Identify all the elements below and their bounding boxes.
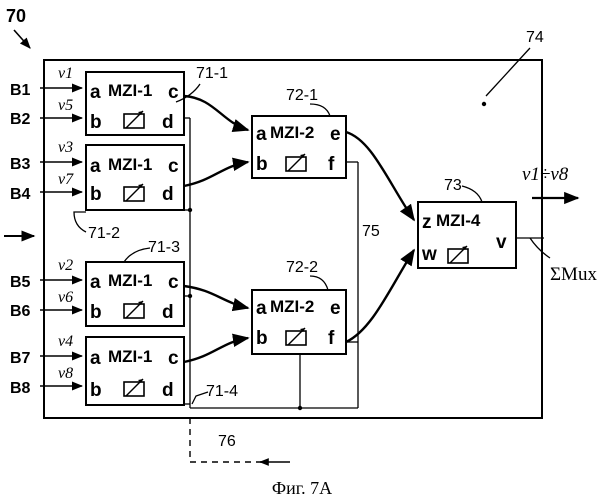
freq-nu7: ν7 bbox=[58, 171, 74, 188]
frame-ref-leader bbox=[486, 48, 530, 96]
freq-nu5: ν5 bbox=[58, 97, 73, 114]
control-lines bbox=[184, 118, 544, 408]
figure-caption: Фиг. 7A bbox=[272, 478, 332, 498]
junction-dot bbox=[188, 208, 192, 212]
input-b1: B1 bbox=[10, 82, 31, 99]
freq-nu6: ν6 bbox=[58, 289, 73, 306]
control-ref-76: 76 bbox=[218, 433, 236, 450]
figure-arrow bbox=[14, 30, 30, 48]
leader-72-1 bbox=[310, 104, 330, 116]
phase-shifter-icon bbox=[286, 154, 306, 171]
input-b5: B5 bbox=[10, 274, 31, 291]
mzi1-title: MZI-1 bbox=[108, 81, 152, 100]
mzi1-port-b: b bbox=[90, 184, 102, 205]
mzi1-block-3: a MZI-1 c b d bbox=[86, 262, 184, 326]
phase-shifter-icon bbox=[286, 328, 306, 345]
mzi1-ref-71-1: 71-1 bbox=[196, 65, 228, 82]
mzi1-ref-71-2: 71-2 bbox=[88, 225, 120, 242]
freq-nu2: ν2 bbox=[58, 257, 73, 274]
mzi1-port-a: a bbox=[90, 348, 101, 369]
phase-shifter-icon bbox=[448, 246, 468, 263]
junction-dot bbox=[298, 406, 302, 410]
leader-71-2 bbox=[74, 212, 86, 232]
mzi1-ref-71-4: 71-4 bbox=[206, 383, 238, 400]
mzi2-ref-72-2: 72-2 bbox=[286, 259, 318, 276]
phase-shifter-icon bbox=[124, 111, 144, 128]
leader-72-2 bbox=[310, 276, 328, 290]
frame-ref-label: 74 bbox=[526, 29, 544, 46]
mzi1-port-d: d bbox=[162, 380, 174, 401]
mzi1-block-4: a MZI-1 c b d bbox=[86, 337, 184, 405]
mzi1-block-1: a MZI-1 c b d bbox=[86, 72, 184, 135]
mzi1-port-c: c bbox=[168, 82, 179, 103]
mzi4-port-z: z bbox=[422, 212, 432, 233]
mzi4-port-v: v bbox=[496, 232, 507, 253]
freq-nu4: ν4 bbox=[58, 333, 73, 350]
input-b3: B3 bbox=[10, 156, 31, 173]
sum-label: ΣMux bbox=[550, 264, 597, 285]
mzi2-port-e: e bbox=[330, 298, 341, 319]
mzi1-port-c: c bbox=[168, 348, 179, 369]
mzi1-ref-71-3: 71-3 bbox=[148, 239, 180, 256]
mzi1-port-c: c bbox=[168, 272, 179, 293]
mzi2-port-a: a bbox=[256, 124, 267, 145]
input-b4: B4 bbox=[10, 186, 31, 203]
mzi1-title: MZI-1 bbox=[108, 271, 152, 290]
figure-number: 70 bbox=[6, 6, 26, 26]
mzi1-block-2: a MZI-1 c b d bbox=[86, 145, 184, 210]
mzi1-port-b: b bbox=[90, 112, 102, 133]
mzi1-port-a: a bbox=[90, 156, 101, 177]
leader-71-3 bbox=[124, 248, 150, 262]
mzi2-port-b: b bbox=[256, 328, 268, 349]
input-b2: B2 bbox=[10, 111, 31, 128]
freq-nu1: ν1 bbox=[58, 65, 73, 82]
mzi2-port-f: f bbox=[328, 154, 335, 175]
mzi2-block-bottom: a MZI-2 e b f bbox=[252, 290, 346, 354]
mzi2-port-a: a bbox=[256, 298, 267, 319]
mzi1-port-a: a bbox=[90, 82, 101, 103]
mzi2-block-top: a MZI-2 e b f bbox=[252, 116, 346, 178]
mzi4-ref-label: 73 bbox=[444, 177, 462, 194]
mzi2-port-e: e bbox=[330, 124, 341, 145]
mzi4-port-w: w bbox=[421, 244, 437, 265]
mzi1-title: MZI-1 bbox=[108, 347, 152, 366]
freq-nu8: ν8 bbox=[58, 365, 73, 382]
output-freq-label: ν1÷ν8 bbox=[522, 164, 569, 185]
mzi4-title: MZI-4 bbox=[436, 211, 481, 230]
bus-ref-75: 75 bbox=[362, 223, 380, 240]
mzi2-title: MZI-2 bbox=[270, 297, 314, 316]
mzi1-port-c: c bbox=[168, 156, 179, 177]
frame-ref-dot bbox=[482, 102, 486, 106]
mzi1-port-d: d bbox=[162, 112, 174, 133]
mzi1-title: MZI-1 bbox=[108, 155, 152, 174]
mzi2-port-f: f bbox=[328, 328, 335, 349]
junction-dot bbox=[188, 294, 192, 298]
mzi1-port-b: b bbox=[90, 380, 102, 401]
mzi1-port-b: b bbox=[90, 302, 102, 323]
mzi1-port-a: a bbox=[90, 272, 101, 293]
mzi2-ref-72-1: 72-1 bbox=[286, 87, 318, 104]
sum-leader bbox=[530, 238, 550, 258]
phase-shifter-icon bbox=[124, 184, 144, 201]
phase-shifter-icon bbox=[124, 379, 144, 396]
mzi1-port-d: d bbox=[162, 184, 174, 205]
mzi1-port-d: d bbox=[162, 302, 174, 323]
mzi4-ref-leader bbox=[462, 186, 482, 202]
freq-nu3: ν3 bbox=[58, 139, 73, 156]
mzi4-block: z MZI-4 w v bbox=[418, 202, 516, 268]
input-b6: B6 bbox=[10, 303, 31, 320]
mzi2-title: MZI-2 bbox=[270, 123, 314, 142]
input-b7: B7 bbox=[10, 350, 31, 367]
phase-shifter-icon bbox=[124, 301, 144, 318]
input-b8: B8 bbox=[10, 380, 31, 397]
mzi2-port-b: b bbox=[256, 154, 268, 175]
